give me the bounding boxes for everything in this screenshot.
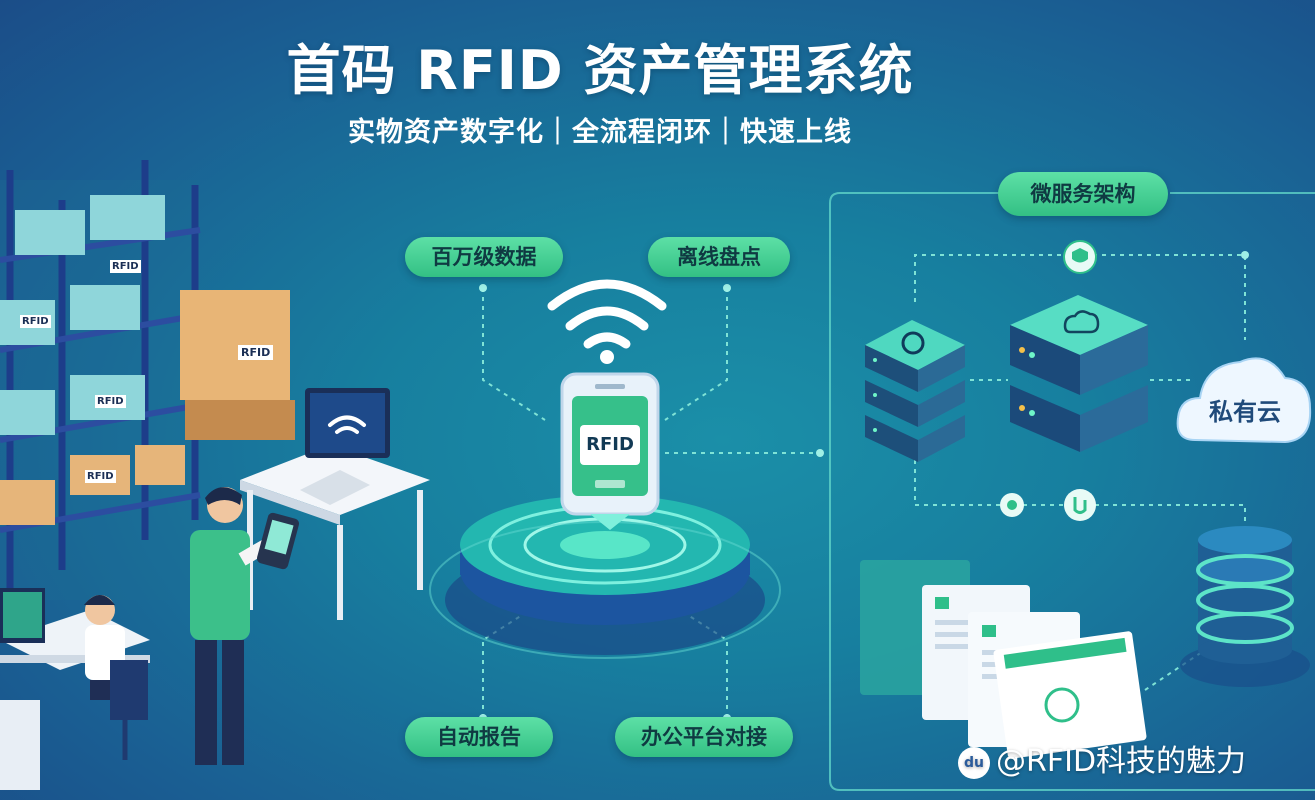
rfid-platform — [429, 495, 781, 659]
server-stack-left-icon — [865, 320, 965, 462]
feature-pill-office-integration: 办公平台对接 — [615, 717, 793, 757]
database-icon — [1180, 526, 1310, 687]
report-documents-icon — [860, 560, 1147, 759]
device-screen-label: RFID — [586, 434, 634, 455]
gear-icon — [1000, 493, 1024, 517]
shelf-label: RFID — [110, 260, 141, 273]
seated-worker-illustration — [0, 588, 150, 790]
worker-with-scanner-illustration — [190, 487, 300, 765]
watermark: du@RFID科技的魅力 — [958, 736, 1246, 780]
page-title: 首码 RFID 资产管理系统 — [286, 39, 914, 102]
rfid-handheld-device — [560, 372, 660, 530]
architecture-frame — [829, 192, 1315, 791]
watermark-text: @RFID科技的魅力 — [996, 744, 1247, 779]
private-cloud-icon — [1176, 357, 1312, 444]
box-label: RFID — [238, 345, 274, 360]
shelf-label: RFID — [95, 395, 126, 408]
office-desk-illustration — [240, 388, 430, 620]
shelf-label: RFID — [85, 470, 116, 483]
architecture-label: 微服务架构 — [998, 172, 1168, 216]
feature-pill-offline-inventory: 离线盘点 — [648, 237, 790, 277]
shelf-label: RFID — [20, 315, 51, 328]
private-cloud-label: 私有云 — [1209, 398, 1281, 426]
link-icon — [1064, 489, 1096, 521]
feature-pill-auto-report: 自动报告 — [405, 717, 553, 757]
shield-icon — [1063, 240, 1097, 274]
paw-logo-icon: du — [958, 746, 990, 779]
server-stack-center-icon — [1010, 295, 1148, 452]
wifi-signal-icon — [547, 279, 667, 349]
feature-pill-million-data: 百万级数据 — [405, 237, 563, 277]
page-subtitle: 实物资产数字化｜全流程闭环｜快速上线 — [348, 117, 852, 148]
warehouse-shelf-illustration — [0, 160, 295, 600]
